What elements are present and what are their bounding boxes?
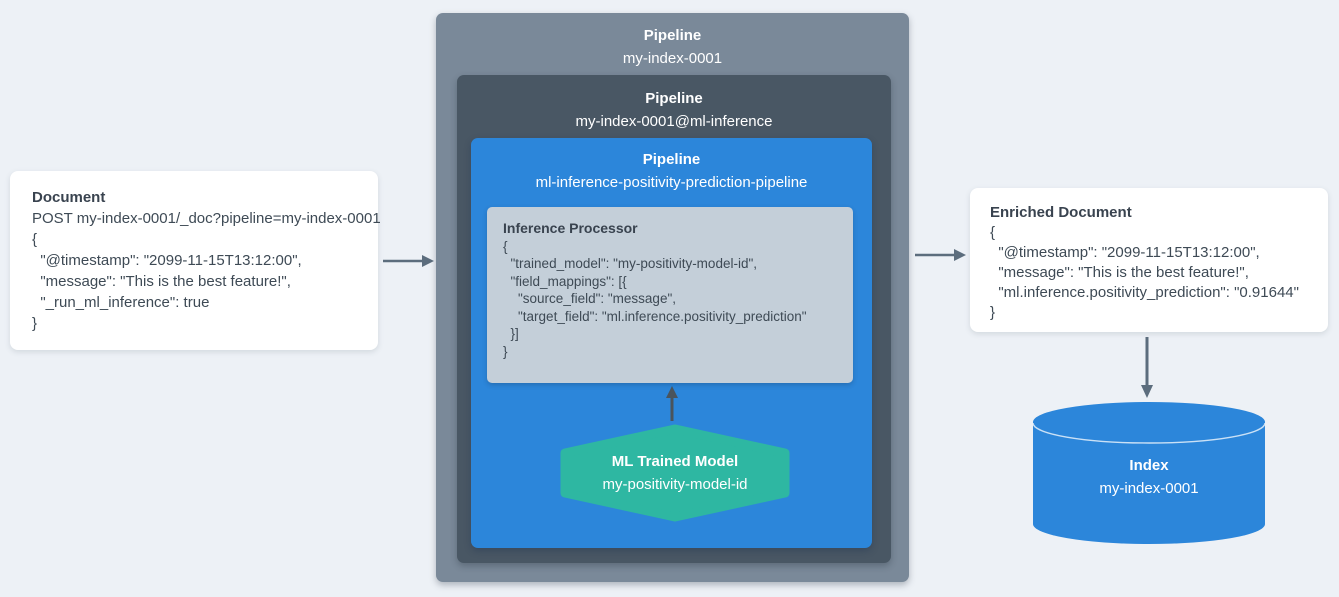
pipeline-middle-subtitle: my-index-0001@ml-inference <box>575 113 773 130</box>
pipeline-inner-subtitle: ml-inference-positivity-prediction-pipel… <box>535 174 808 191</box>
pipeline-inner-title: Pipeline <box>642 151 701 168</box>
ml-trained-model-label: ML Trained Model my-positivity-model-id <box>560 450 790 496</box>
inference-processor-code: { "trained_model": "my-positivity-model-… <box>503 238 807 359</box>
pipeline-inner-box: Pipeline ml-inference-positivity-predict… <box>471 138 872 548</box>
index-label: Index my-index-0001 <box>1033 454 1265 500</box>
pipeline-outer-box: Pipeline my-index-0001 Pipeline my-index… <box>436 13 909 582</box>
pipeline-middle-header: Pipeline my-index-0001@ml-inference <box>457 75 891 133</box>
arrow-document-to-pipeline-icon <box>383 255 434 267</box>
pipeline-outer-header: Pipeline my-index-0001 <box>436 13 909 70</box>
pipeline-inner-header: Pipeline ml-inference-positivity-predict… <box>471 138 872 194</box>
inference-processor-title: Inference Processor <box>503 220 638 236</box>
pipeline-middle-box: Pipeline my-index-0001@ml-inference Pipe… <box>457 75 891 563</box>
ml-trained-model-node: ML Trained Model my-positivity-model-id <box>560 424 790 522</box>
arrow-enriched-to-index-icon <box>1141 337 1153 398</box>
index-cylinder: Index my-index-0001 <box>1032 402 1266 544</box>
pipeline-outer-title: Pipeline <box>643 27 702 44</box>
arrow-model-to-processor-icon <box>666 386 678 421</box>
index-title: Index <box>1129 457 1169 474</box>
arrow-pipeline-to-enriched-icon <box>915 249 966 261</box>
enriched-document-code: { "@timestamp": "2099-11-15T13:12:00", "… <box>990 224 1299 321</box>
pipeline-outer-subtitle: my-index-0001 <box>622 50 723 67</box>
enriched-document-title: Enriched Document <box>990 204 1132 221</box>
pipeline-middle-title: Pipeline <box>645 90 703 107</box>
document-card-code: POST my-index-0001/_doc?pipeline=my-inde… <box>32 210 381 332</box>
enriched-document-card: Enriched Document { "@timestamp": "2099-… <box>970 188 1328 332</box>
index-subtitle: my-index-0001 <box>1099 480 1199 497</box>
inference-processor-card: Inference Processor { "trained_model": "… <box>487 207 853 383</box>
ml-trained-model-subtitle: my-positivity-model-id <box>602 476 748 493</box>
document-card-title: Document <box>32 189 106 206</box>
document-card: Document POST my-index-0001/_doc?pipelin… <box>10 171 381 350</box>
cylinder-shape-icon <box>1032 402 1266 544</box>
hexagon-shape-icon <box>560 424 790 522</box>
ml-trained-model-title: ML Trained Model <box>611 453 739 470</box>
